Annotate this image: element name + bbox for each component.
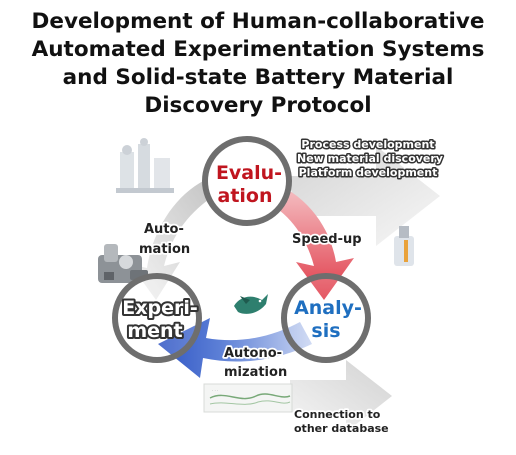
analysis-label-1: Analy- bbox=[294, 297, 362, 319]
database-callout-2: other database bbox=[294, 422, 389, 435]
title: Development of Human-collaborative Autom… bbox=[0, 8, 516, 120]
autonomization-label-1: Autono- bbox=[224, 346, 282, 361]
title-line-3: and Solid-state Battery Material bbox=[62, 65, 454, 90]
automation-label-2: mation bbox=[139, 242, 190, 257]
svg-text:· · ·: · · · bbox=[212, 388, 218, 393]
vials-icon bbox=[394, 226, 414, 266]
liquid-dispenser-icon: · · · bbox=[203, 383, 293, 413]
title-line-1: Development of Human-collaborative bbox=[31, 9, 485, 34]
grey-arrow-top-right bbox=[286, 146, 440, 246]
lab-equipment-icon bbox=[116, 138, 174, 193]
outputs-callout-2: New material discovery bbox=[297, 152, 443, 165]
outputs-callout-1: Process development bbox=[301, 138, 434, 151]
evaluation-label-1: Evalu- bbox=[216, 162, 282, 184]
grey-arrow-left bbox=[130, 180, 214, 300]
analysis-node bbox=[281, 273, 371, 363]
red-arrow bbox=[258, 180, 354, 300]
experiment-label-2: ment bbox=[127, 320, 182, 342]
grey-arrow-bottom-right bbox=[290, 360, 392, 432]
speedup-label: Speed-up bbox=[292, 232, 362, 247]
title-line-2: Automated Experimentation Systems bbox=[31, 37, 485, 62]
automation-label-1: Auto- bbox=[144, 222, 184, 237]
experiment-node bbox=[112, 273, 202, 363]
evaluation-node bbox=[202, 136, 292, 226]
outputs-callout-3: Platform development bbox=[299, 166, 438, 179]
experiment-label-1: Experi- bbox=[122, 297, 198, 319]
evaluation-label-2: ation bbox=[218, 185, 273, 207]
autonomization-label-2: mization bbox=[224, 365, 287, 380]
database-callout-1: Connection to bbox=[294, 408, 381, 421]
analysis-label-2: sis bbox=[311, 320, 340, 342]
title-line-4: Discovery Protocol bbox=[144, 93, 372, 118]
bird-logo-icon bbox=[234, 294, 268, 314]
